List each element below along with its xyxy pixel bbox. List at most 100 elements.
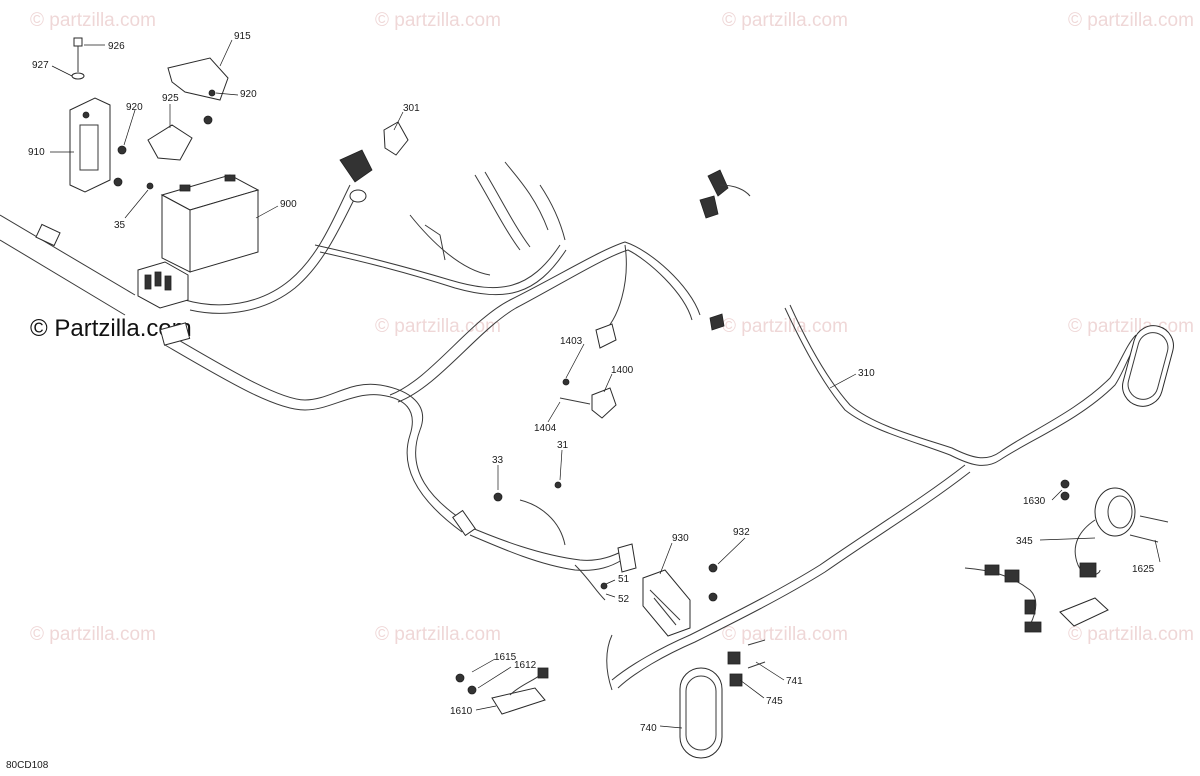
connector bbox=[159, 322, 191, 346]
branch-harness bbox=[606, 634, 613, 691]
watermark: © partzilla.com bbox=[30, 10, 156, 31]
main-harness bbox=[169, 334, 471, 526]
part-label-925: 925 bbox=[162, 93, 179, 104]
part-label-1610: 1610 bbox=[450, 706, 473, 717]
frame-outline bbox=[504, 161, 549, 231]
branch-harness bbox=[599, 244, 627, 336]
part-label-740: 740 bbox=[640, 723, 657, 734]
leader-lines bbox=[50, 39, 1161, 729]
frame-outline bbox=[319, 249, 567, 296]
part-label-910: 910 bbox=[28, 147, 45, 158]
part-label-1625: 1625 bbox=[1132, 564, 1155, 575]
part-label-33: 33 bbox=[492, 455, 504, 466]
watermark: © partzilla.com bbox=[1068, 10, 1194, 31]
part-label-51: 51 bbox=[618, 574, 630, 585]
connector bbox=[709, 313, 725, 331]
grommet bbox=[452, 509, 476, 537]
clip-connector bbox=[35, 223, 61, 247]
part-label-926: 926 bbox=[108, 41, 125, 52]
rear-harness bbox=[611, 464, 966, 681]
diagram-reference-code: 80CD108 bbox=[6, 760, 49, 771]
connector-301 bbox=[383, 121, 409, 156]
nut bbox=[708, 592, 718, 602]
screw bbox=[747, 639, 766, 646]
switch-assembly bbox=[964, 564, 1109, 633]
nut bbox=[208, 89, 216, 97]
part-label-927: 927 bbox=[32, 60, 49, 71]
rear-harness bbox=[617, 471, 971, 689]
frame-outline bbox=[539, 184, 566, 241]
nut bbox=[493, 492, 503, 502]
tail-light bbox=[1122, 325, 1174, 407]
part-label-31: 31 bbox=[557, 440, 569, 451]
part-label-741: 741 bbox=[786, 676, 803, 687]
terminal-cover bbox=[147, 124, 193, 161]
battery bbox=[160, 174, 260, 273]
tail-light bbox=[679, 667, 723, 759]
part-label-1403: 1403 bbox=[560, 336, 583, 347]
frame-outline bbox=[409, 214, 491, 276]
watermark: © partzilla.com bbox=[1068, 624, 1194, 645]
upper-harness bbox=[389, 241, 701, 396]
part-label-920: 920 bbox=[126, 102, 143, 113]
part-label-915: 915 bbox=[234, 31, 251, 42]
nut bbox=[146, 182, 154, 190]
terminal-block bbox=[167, 57, 229, 101]
harness-drawing bbox=[0, 37, 1174, 759]
watermark-group: © partzilla.com © partzilla.com © partzi… bbox=[30, 10, 1194, 645]
nut bbox=[708, 563, 718, 573]
part-label-1612: 1612 bbox=[514, 660, 537, 671]
lower-harness bbox=[464, 524, 626, 561]
part-label-1400: 1400 bbox=[611, 365, 634, 376]
part-label-52: 52 bbox=[618, 594, 630, 605]
watermark: © partzilla.com bbox=[722, 316, 848, 337]
bolt bbox=[71, 37, 85, 80]
connector bbox=[707, 169, 729, 197]
bracket bbox=[727, 651, 741, 665]
nut bbox=[113, 177, 123, 187]
main-harness bbox=[164, 344, 463, 533]
connector-1400 bbox=[559, 378, 617, 419]
branch-harness bbox=[519, 499, 566, 546]
lower-harness bbox=[469, 534, 623, 571]
watermark: © partzilla.com bbox=[722, 10, 848, 31]
control-module bbox=[642, 569, 691, 637]
wire bbox=[719, 184, 751, 197]
battery-harness bbox=[184, 184, 351, 306]
fuse-box bbox=[137, 261, 189, 309]
upper-harness bbox=[397, 249, 693, 403]
part-label-930: 930 bbox=[672, 533, 689, 544]
connector bbox=[339, 149, 373, 183]
washer bbox=[600, 582, 608, 590]
watermark: © partzilla.com bbox=[375, 316, 501, 337]
screw bbox=[554, 481, 562, 489]
part-label-1630: 1630 bbox=[1023, 496, 1046, 507]
frame-tube bbox=[0, 239, 126, 316]
part-label-932: 932 bbox=[733, 527, 750, 538]
part-label-920: 920 bbox=[240, 89, 257, 100]
part-labels: 926 927 915 920 920 925 910 35 900 301 1… bbox=[28, 31, 1155, 734]
watermark: © partzilla.com bbox=[30, 624, 156, 645]
battery-harness bbox=[189, 191, 359, 314]
connector bbox=[699, 195, 719, 219]
grommet bbox=[349, 189, 367, 203]
part-label-1404: 1404 bbox=[534, 423, 557, 434]
rear-harness bbox=[784, 307, 1141, 466]
part-label-301: 301 bbox=[403, 103, 420, 114]
frame-outline bbox=[314, 244, 561, 289]
rear-harness bbox=[789, 304, 1137, 459]
part-label-745: 745 bbox=[766, 696, 783, 707]
part-label-310: 310 bbox=[858, 368, 875, 379]
bracket bbox=[729, 673, 743, 687]
part-label-1615: 1615 bbox=[494, 652, 517, 663]
connector bbox=[617, 543, 637, 573]
connector bbox=[595, 323, 617, 349]
frame-tube bbox=[0, 214, 136, 296]
horn bbox=[1060, 479, 1169, 578]
part-label-35: 35 bbox=[114, 220, 126, 231]
watermark: © partzilla.com bbox=[375, 10, 501, 31]
part-label-900: 900 bbox=[280, 199, 297, 210]
branch-harness bbox=[574, 564, 606, 601]
sensor-assembly bbox=[455, 667, 549, 715]
